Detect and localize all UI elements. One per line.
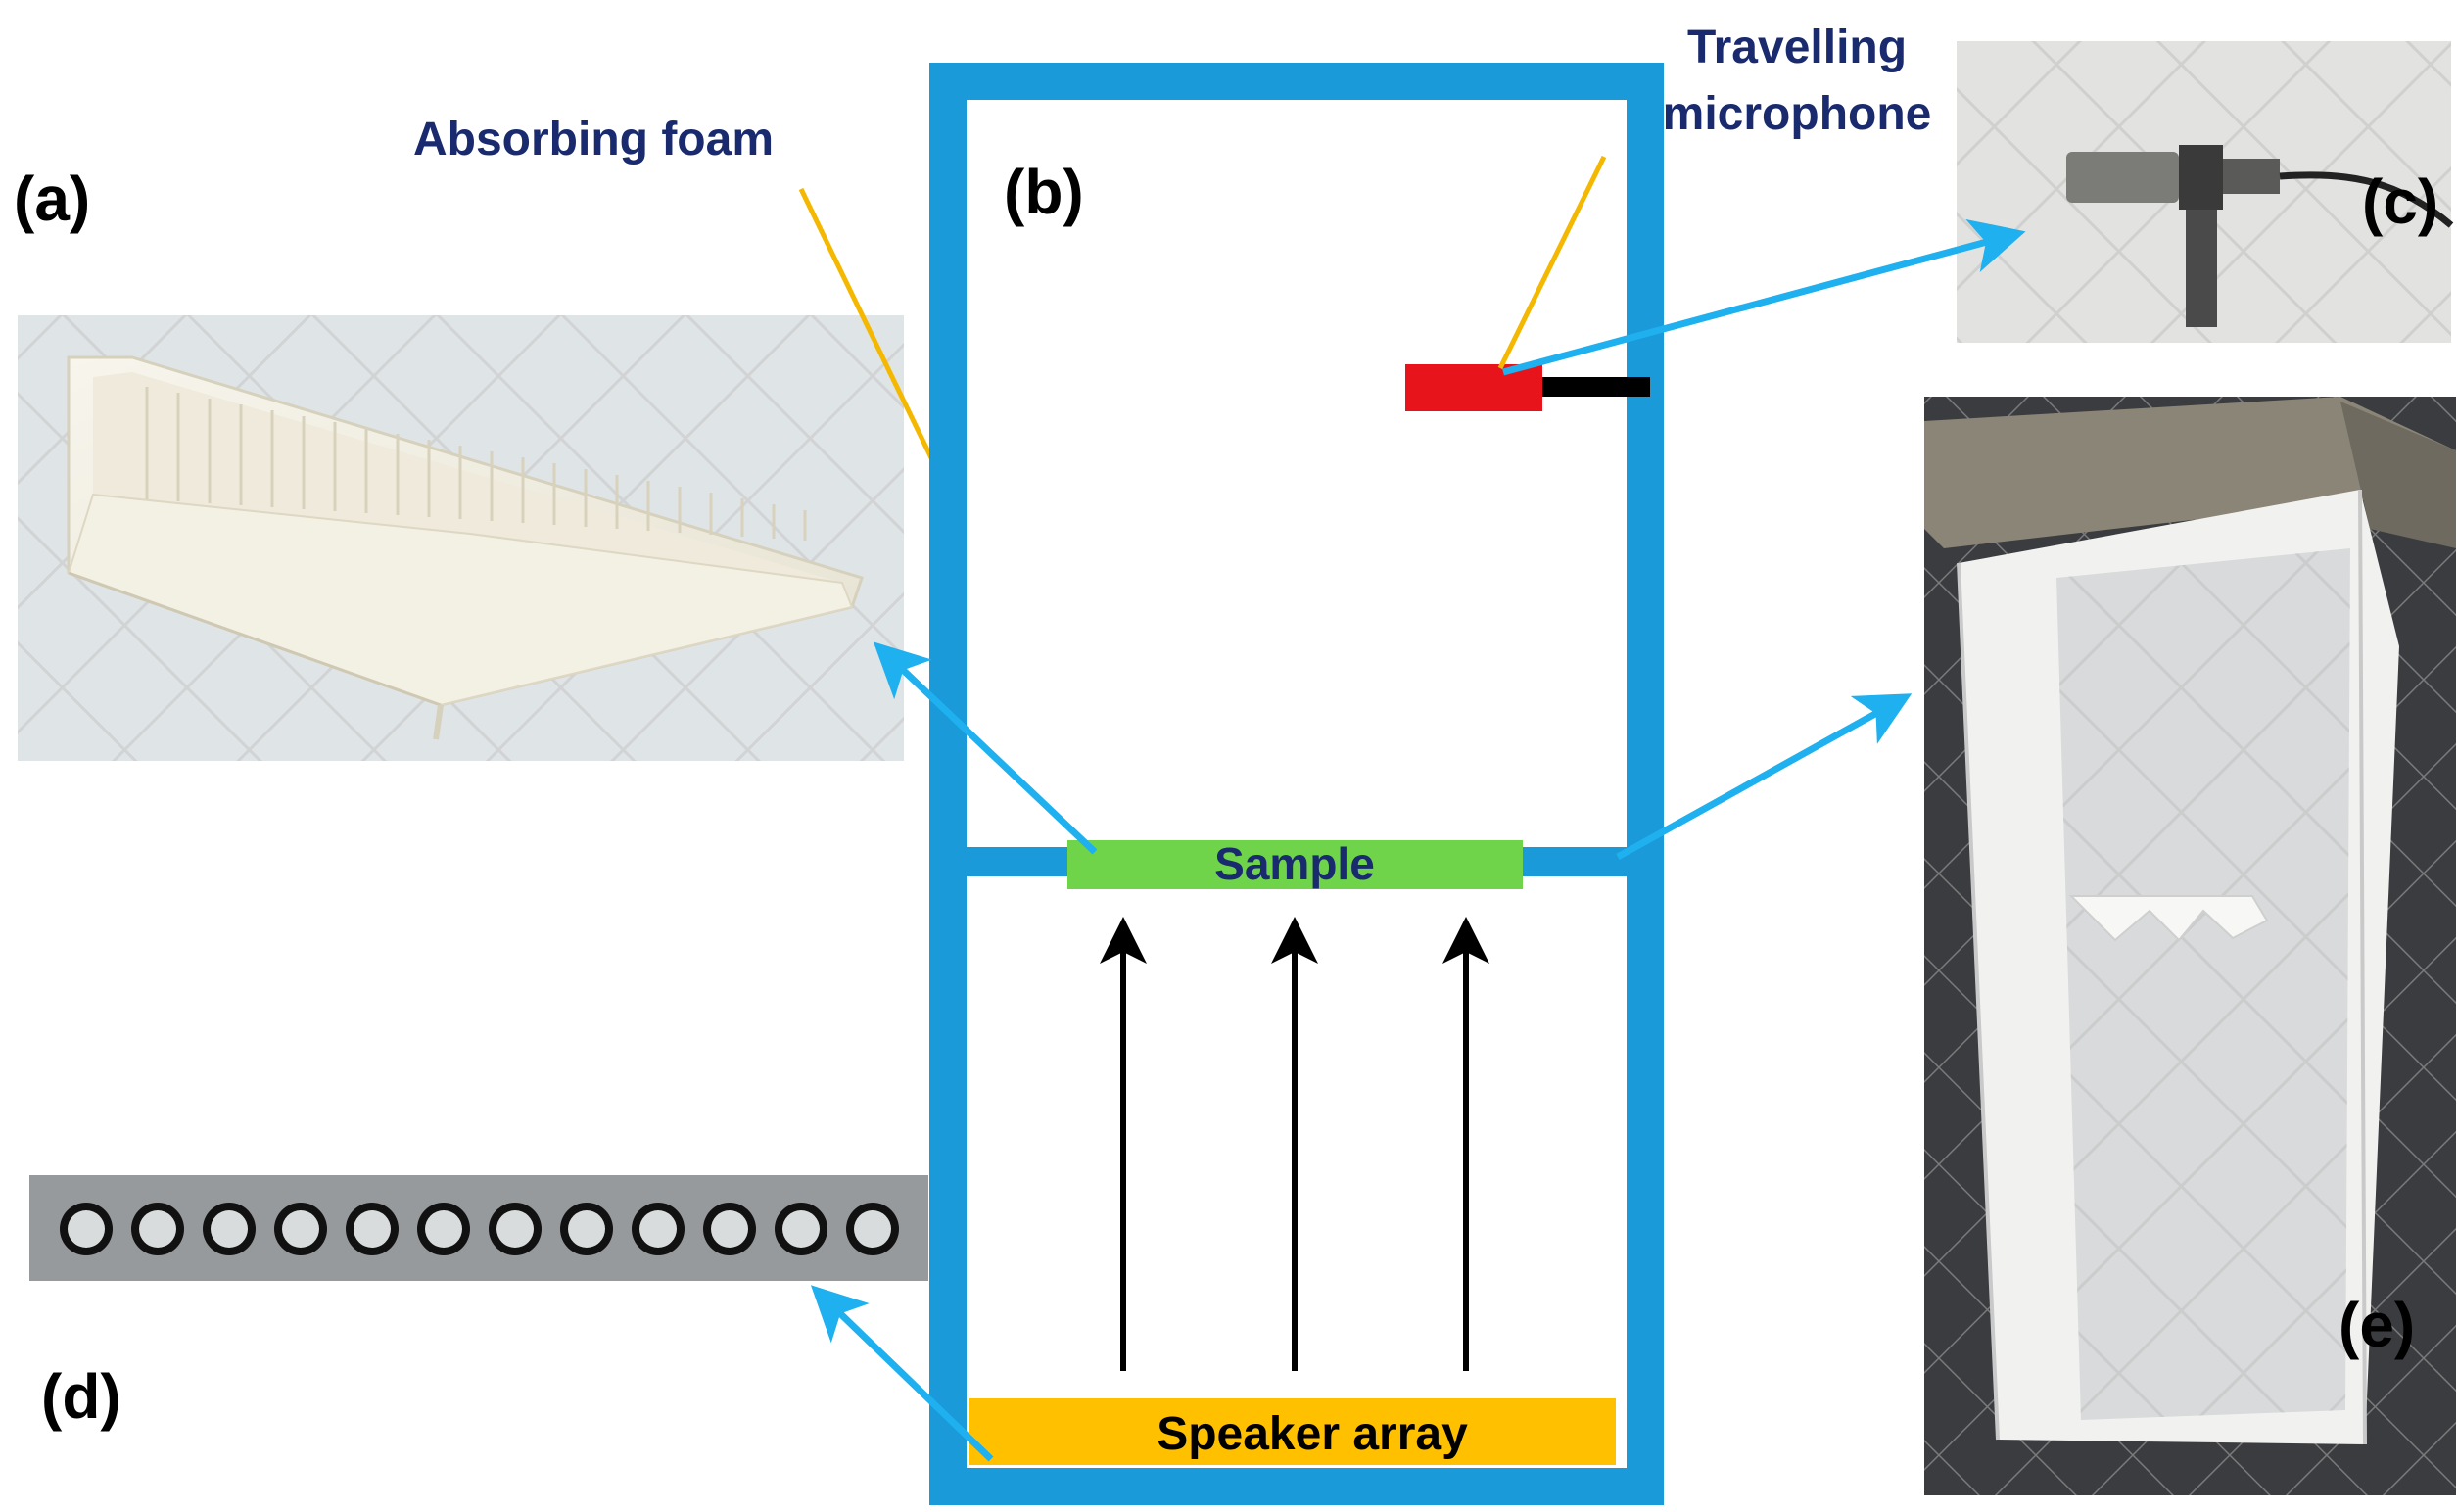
pointer-microphone	[1497, 155, 1607, 370]
panel-label-e: (e)	[2339, 1290, 2415, 1360]
arrow-sample-to-foam	[873, 641, 1098, 855]
speaker-cone-4	[282, 1210, 319, 1248]
panel-label-a: (a)	[14, 164, 90, 234]
panel-label-b: (b)	[1004, 157, 1084, 227]
sample-bar	[1067, 840, 1523, 889]
photo-speaker-array	[29, 1175, 928, 1281]
speaker-cone-5	[354, 1210, 391, 1248]
speaker-cone-3	[211, 1210, 248, 1248]
speaker-cone-10	[711, 1210, 748, 1248]
photo-microphone	[1957, 41, 2454, 343]
label-sample: Sample	[1214, 838, 1375, 889]
speaker-cone-8	[568, 1210, 605, 1248]
photo-full-setup	[1924, 397, 2456, 1495]
panel-label-d: (d)	[41, 1361, 121, 1432]
speaker-cone-7	[496, 1210, 534, 1248]
label-absorbing-foam: Absorbing foam	[413, 114, 774, 165]
photo-absorbing-foam	[18, 315, 904, 761]
label-travelling-line2: microphone	[1663, 88, 1932, 140]
microphone-cable	[1542, 377, 1650, 397]
speaker-cone-9	[639, 1210, 677, 1248]
arrow-mic-to-photo	[1502, 218, 2026, 376]
speaker-cone-2	[139, 1210, 176, 1248]
speaker-cone-12	[854, 1210, 891, 1248]
panel-label-c: (c)	[2362, 166, 2438, 237]
label-speaker-array: Speaker array	[1157, 1408, 1468, 1460]
arrow-sample-to-setup	[1616, 693, 1913, 861]
speaker-cone-11	[782, 1210, 820, 1248]
speaker-cone-1	[68, 1210, 105, 1248]
arrow-speaker-to-photo	[810, 1285, 994, 1462]
pointer-absorbing-foam	[798, 187, 941, 474]
speaker-cone-6	[425, 1210, 462, 1248]
label-travelling-line1: Travelling	[1687, 22, 1907, 73]
microphone-marker	[1405, 364, 1542, 411]
speaker-array-bar	[969, 1398, 1616, 1465]
